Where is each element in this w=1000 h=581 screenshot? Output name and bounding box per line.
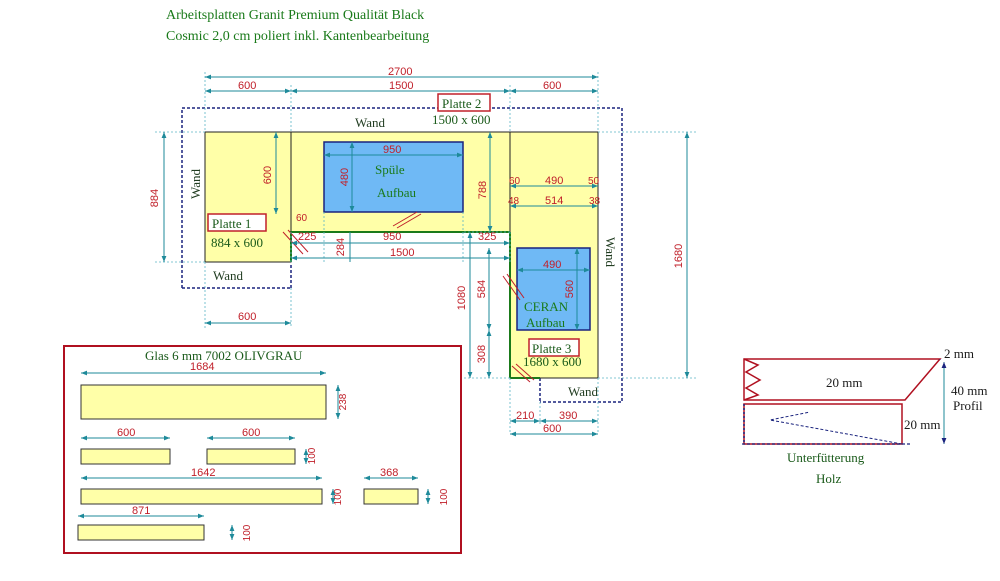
title-line-1: Arbeitsplatten Granit Premium Qualität B… bbox=[166, 8, 424, 23]
glass-panel-frame bbox=[63, 345, 462, 554]
glass-item-2 bbox=[80, 435, 171, 465]
plate3-left-dimensions bbox=[464, 231, 510, 379]
dim-bottom-left-600: 600 bbox=[238, 311, 256, 323]
glass-item-4-h: 100 bbox=[333, 488, 344, 505]
wall-label-bottom-right: Wand bbox=[568, 384, 598, 399]
bottom-right-dimensions bbox=[509, 378, 599, 437]
glass-item-1-w: 1684 bbox=[190, 361, 214, 373]
glass-item-1 bbox=[80, 370, 341, 420]
middle-lower-dimensions bbox=[290, 212, 511, 262]
dim-left-884: 884 bbox=[149, 189, 161, 207]
dim-right-1680: 1680 bbox=[673, 244, 685, 268]
plate-1-size: 884 x 600 bbox=[211, 235, 263, 250]
plate-2-size: 1500 x 600 bbox=[432, 112, 491, 127]
glass-item-6 bbox=[77, 513, 235, 541]
wall-outline bbox=[181, 107, 623, 403]
dim-490-top: 490 bbox=[545, 175, 563, 187]
dim-1080: 1080 bbox=[456, 286, 468, 310]
plate-3-size: 1680 x 600 bbox=[523, 354, 582, 369]
glass-item-5-h: 100 bbox=[439, 488, 450, 505]
dim-584: 584 bbox=[476, 280, 488, 298]
plate-1-label: Platte 1 bbox=[212, 216, 251, 231]
glass-item-4-w: 1642 bbox=[191, 467, 215, 479]
dim-390: 390 bbox=[559, 410, 577, 422]
glass-item-3-w: 600 bbox=[242, 427, 260, 439]
dim-514: 514 bbox=[545, 195, 563, 207]
glass-item-4 bbox=[80, 475, 336, 505]
hob-label-2: Aufbau bbox=[526, 315, 565, 330]
dim-308: 308 bbox=[476, 345, 488, 363]
glass-item-6-h: 100 bbox=[242, 524, 253, 541]
profile-under: 20 mm bbox=[904, 417, 940, 432]
dim-950-low: 950 bbox=[383, 231, 401, 243]
plate-3-label: Platte 3 bbox=[532, 341, 571, 356]
left-height-dimension bbox=[155, 131, 205, 263]
profile-edge: 2 mm bbox=[944, 346, 974, 361]
plate-2-label: Platte 2 bbox=[442, 96, 481, 111]
wall-label-top: Wand bbox=[355, 115, 385, 130]
dim-225: 225 bbox=[298, 231, 316, 243]
right-height-dimension bbox=[598, 131, 696, 379]
dim-60-top: 60 bbox=[509, 176, 521, 187]
wall-label-bottom-left: Wand bbox=[213, 268, 243, 283]
profile-total: 40 mm bbox=[951, 383, 987, 398]
dim-hob-490: 490 bbox=[543, 259, 561, 271]
plate-3-label-box bbox=[528, 338, 580, 357]
dim-788: 788 bbox=[477, 181, 489, 199]
dim-sink-480: 480 bbox=[339, 168, 351, 186]
glass-item-5-w: 368 bbox=[380, 467, 398, 479]
edge-profile-sketch bbox=[742, 358, 947, 445]
profile-thickness: 20 mm bbox=[826, 375, 862, 390]
dim-60-small: 60 bbox=[296, 213, 308, 224]
dim-38: 38 bbox=[589, 196, 601, 207]
dim-284: 284 bbox=[335, 238, 347, 256]
dim-48: 48 bbox=[508, 196, 520, 207]
wall-label-left: Wand bbox=[188, 169, 203, 199]
sink-label-1: Spüle bbox=[375, 162, 405, 177]
dim-bottom-600: 600 bbox=[543, 423, 561, 435]
dim-hob-560: 560 bbox=[564, 280, 576, 298]
plate-2-label-box bbox=[437, 93, 491, 112]
dim-325: 325 bbox=[478, 231, 496, 243]
dim-right-600: 600 bbox=[543, 80, 561, 92]
dim-total-width: 2700 bbox=[388, 66, 412, 78]
profile-total-label: Profil bbox=[953, 398, 983, 413]
dim-middle-1500: 1500 bbox=[389, 80, 413, 92]
dim-50: 50 bbox=[588, 176, 600, 187]
hob-label-1: CERAN bbox=[524, 299, 569, 314]
wall-label-right: Wand bbox=[603, 237, 618, 267]
title-line-2: Cosmic 2,0 cm poliert inkl. Kantenbearbe… bbox=[166, 29, 429, 44]
dim-left-600: 600 bbox=[238, 80, 256, 92]
glass-item-3-h: 100 bbox=[307, 447, 318, 464]
glass-item-2-w: 600 bbox=[117, 427, 135, 439]
glass-item-5 bbox=[363, 475, 431, 505]
top-dimensions bbox=[204, 72, 599, 132]
sink-label-2: Aufbau bbox=[377, 185, 416, 200]
profile-caption-2: Holz bbox=[816, 471, 842, 486]
glass-item-3 bbox=[206, 435, 309, 465]
plate-1-label-box bbox=[207, 213, 267, 232]
dim-1500-low: 1500 bbox=[390, 247, 414, 259]
glass-item-1-h: 238 bbox=[338, 393, 349, 410]
glass-title: Glas 6 mm 7002 OLIVGRAU bbox=[145, 348, 303, 363]
dim-210: 210 bbox=[516, 410, 534, 422]
dim-sink-950: 950 bbox=[383, 144, 401, 156]
glass-item-6-w: 871 bbox=[132, 505, 150, 517]
profile-caption-1: Unterfütterung bbox=[787, 450, 865, 465]
dim-plate1-600: 600 bbox=[262, 166, 274, 184]
